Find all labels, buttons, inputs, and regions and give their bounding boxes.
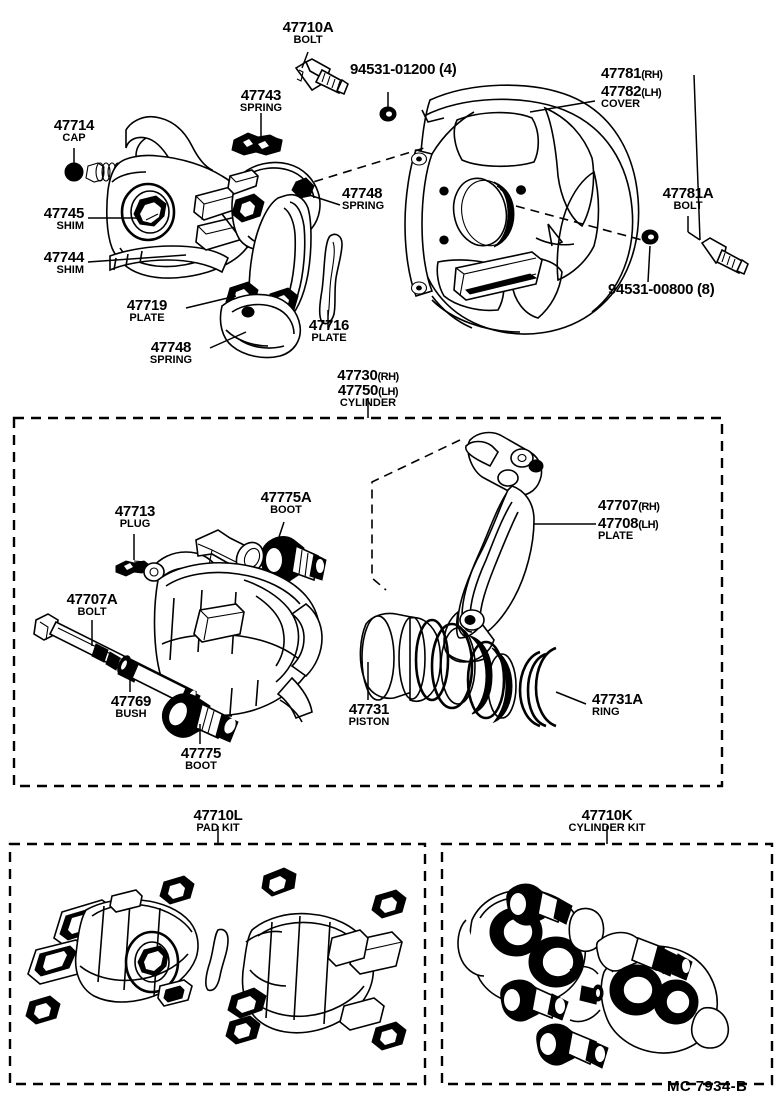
section-label-cylinder-kit: 47710K CYLINDER KIT bbox=[568, 807, 646, 834]
label-47707a: 47707A BOLT bbox=[66, 591, 118, 618]
washer-94531-00800-illustration bbox=[641, 229, 659, 245]
assembly-dash-guide bbox=[371, 439, 461, 591]
label-47775a: 47775A BOOT bbox=[260, 489, 312, 516]
label-47710a: 47710A BOLT bbox=[282, 19, 334, 46]
label-47775: 47775 BOOT bbox=[180, 745, 222, 772]
label-47769: 47769 BUSH bbox=[110, 693, 152, 720]
spring-47743-illustration bbox=[231, 132, 283, 156]
label-47745: 47745 SHIM bbox=[43, 205, 85, 232]
label-47748-upper: 47748 SPRING bbox=[342, 185, 385, 212]
bolt-47781a-illustration bbox=[700, 237, 749, 276]
cylinder-body-illustration bbox=[143, 529, 323, 723]
label-47707-plate: 47707(RH) bbox=[598, 497, 660, 514]
label-47731: 47731 PISTON bbox=[348, 701, 390, 728]
cylinder-kit-box bbox=[440, 842, 774, 1086]
seal-rings-illustration bbox=[414, 618, 557, 728]
pad-kit-illustration bbox=[25, 867, 407, 1051]
plug-47713-illustration bbox=[115, 560, 153, 577]
label-47708-plate: 47708(LH) PLATE bbox=[598, 515, 659, 542]
washer-94531-01200-illustration bbox=[379, 106, 397, 122]
leader-lines-mid bbox=[91, 521, 596, 744]
label-47713: 47713 PLUG bbox=[114, 503, 156, 530]
section-label-cylinder: 47730(RH) 47750(LH) CYLINDER bbox=[337, 367, 399, 409]
label-47731a: 47731A RING bbox=[592, 691, 643, 718]
bolt-47710a-illustration bbox=[294, 58, 349, 96]
boot-47775a-illustration bbox=[260, 536, 327, 585]
label-47744: 47744 SHIM bbox=[43, 249, 85, 276]
cylinder-kit-illustration bbox=[457, 883, 730, 1069]
dust-cover-47781-illustration bbox=[404, 84, 640, 335]
leader-lines-top bbox=[73, 51, 701, 349]
label-47714: 47714 CAP bbox=[53, 117, 95, 144]
boot-47775-illustration bbox=[161, 693, 239, 743]
label-47781-cover: 47781(RH) bbox=[601, 65, 663, 82]
label-47716: 47716 PLATE bbox=[308, 317, 350, 344]
label-94531-00800: 94531-00800 (8) bbox=[608, 281, 715, 298]
diagram-footer-code: MC 7934-B bbox=[667, 1078, 748, 1095]
label-47782-cover: 47782(LH) COVER bbox=[601, 83, 662, 110]
label-94531-01200: 94531-01200 (4) bbox=[350, 61, 457, 78]
section-label-pad-kit: 47710L PAD KIT bbox=[193, 807, 243, 834]
cap-47714-illustration bbox=[64, 162, 84, 182]
label-47719: 47719 PLATE bbox=[126, 297, 168, 324]
label-47743: 47743 SPRING bbox=[239, 87, 283, 114]
label-47748-lower: 47748 SPRING bbox=[149, 339, 193, 366]
caliper-assembly-illustration bbox=[106, 115, 343, 359]
piston-47731-illustration bbox=[359, 612, 442, 702]
cylinder-section-box bbox=[12, 416, 724, 788]
label-47781a: 47781A BOLT bbox=[662, 185, 714, 212]
